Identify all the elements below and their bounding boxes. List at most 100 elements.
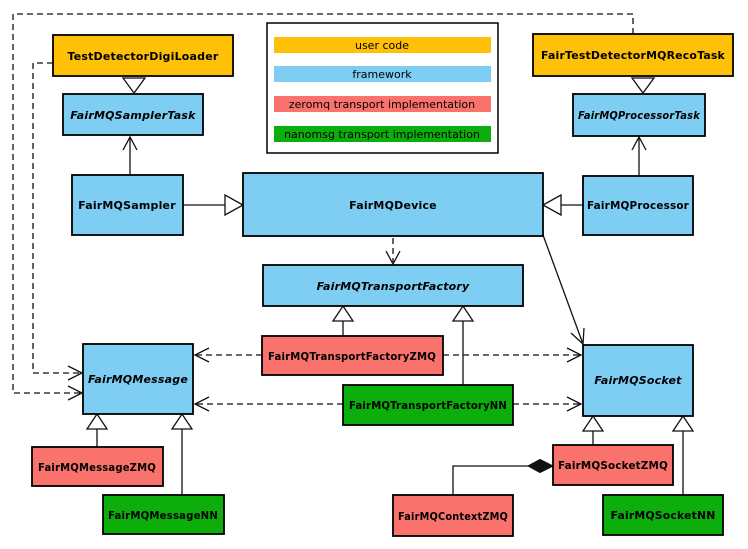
node-box bbox=[102, 494, 225, 535]
legend-swatch bbox=[274, 66, 491, 82]
open-arrowhead-icon bbox=[193, 396, 210, 412]
node-fairmq-socket-zmq: FairMQSocketZMQ bbox=[552, 444, 674, 486]
node-test-detector-digi-loader: TestDetectorDigiLoader bbox=[52, 34, 234, 77]
composition-line bbox=[452, 465, 528, 495]
hollow-triangle-icon bbox=[121, 77, 147, 95]
edge-dependency-factorynn-message bbox=[193, 396, 343, 412]
edge-dependency-recotask-message bbox=[12, 13, 634, 401]
open-arrowhead-icon bbox=[67, 385, 84, 401]
node-box bbox=[52, 34, 234, 77]
node-box bbox=[62, 93, 204, 136]
edge-dependency-factorynn-socket bbox=[513, 396, 583, 412]
hollow-triangle-icon bbox=[671, 414, 695, 432]
node-fairmq-socket-nn: FairMQSocketNN bbox=[602, 494, 724, 536]
node-label: FairMQProcessor bbox=[587, 199, 689, 212]
node-box bbox=[31, 446, 164, 487]
open-arrowhead-icon bbox=[570, 327, 585, 346]
edge-dependency-device-transportfactory bbox=[385, 238, 401, 266]
node-label: FairMQSocket bbox=[594, 374, 682, 387]
edge-inheritance-processor-device bbox=[541, 193, 583, 217]
node-fair-test-detector-mq-reco-task: FairTestDetectorMQRecoTask bbox=[532, 33, 734, 77]
node-box bbox=[242, 172, 544, 237]
node-box bbox=[71, 174, 184, 236]
edge-dependency-digiloader-message bbox=[32, 62, 84, 381]
node-box bbox=[262, 264, 524, 307]
node-label: FairMQMessageZMQ bbox=[38, 461, 156, 474]
edge-inheritance-factorynn-factory bbox=[451, 304, 475, 385]
node-fairmq-transport-factory-zmq: FairMQTransportFactoryZMQ bbox=[261, 335, 444, 376]
hollow-triangle-icon bbox=[630, 77, 656, 95]
node-label: FairMQTransportFactory bbox=[317, 280, 470, 293]
node-box bbox=[82, 343, 194, 415]
node-fairmq-processor-task: FairMQProcessorTask bbox=[572, 93, 706, 137]
edge-dependency-factoryzmq-socket bbox=[443, 347, 583, 363]
open-arrowhead-icon bbox=[193, 347, 210, 363]
node-box bbox=[582, 344, 694, 417]
edge-association-processor-processortask bbox=[631, 135, 647, 176]
node-label: FairMQProcessorTask bbox=[578, 109, 700, 122]
legend-label: zeromq transport implementation bbox=[289, 98, 475, 111]
legend-swatch bbox=[274, 96, 491, 112]
open-arrowhead-icon bbox=[631, 135, 647, 151]
edge-inheritance-sampler-device bbox=[183, 193, 245, 217]
node-fairmq-processor: FairMQProcessor bbox=[582, 175, 694, 236]
node-label: FairMQSocketNN bbox=[611, 509, 716, 522]
legend-label: nanomsg transport implementation bbox=[284, 128, 480, 141]
node-fairmq-transport-factory-nn: FairMQTransportFactoryNN bbox=[342, 384, 514, 426]
node-label: FairMQContextZMQ bbox=[398, 510, 508, 523]
legend-label: user code bbox=[355, 39, 409, 52]
dependency-line bbox=[32, 62, 80, 374]
node-box bbox=[602, 494, 724, 536]
edge-inheritance-socketzmq-socket bbox=[581, 414, 605, 445]
edge-inheritance-digiloader-samplertask bbox=[121, 77, 147, 95]
filled-diamond-icon bbox=[526, 458, 555, 474]
node-fairmq-message: FairMQMessage bbox=[82, 343, 194, 415]
legend-item-framework: framework bbox=[274, 66, 491, 82]
hollow-triangle-icon bbox=[541, 193, 562, 217]
hollow-triangle-icon bbox=[581, 414, 605, 432]
hollow-triangle-icon bbox=[224, 193, 245, 217]
hollow-triangle-icon bbox=[331, 304, 355, 322]
open-arrowhead-icon bbox=[566, 347, 583, 363]
node-box bbox=[261, 335, 444, 376]
node-fairmq-sampler-task: FairMQSamplerTask bbox=[62, 93, 204, 136]
open-arrowhead-icon bbox=[385, 250, 401, 266]
edge-inheritance-factoryzmq-factory bbox=[331, 304, 355, 336]
association-line bbox=[542, 234, 584, 345]
node-label: FairMQTransportFactoryZMQ bbox=[268, 350, 436, 363]
open-arrowhead-icon bbox=[122, 135, 138, 151]
node-box bbox=[392, 494, 514, 537]
node-fairmq-context-zmq: FairMQContextZMQ bbox=[392, 494, 514, 537]
legend-item-zeromq: zeromq transport implementation bbox=[274, 96, 491, 112]
legend-item-nanomsg: nanomsg transport implementation bbox=[274, 126, 491, 142]
node-label: FairMQMessageNN bbox=[108, 509, 218, 522]
node-label: TestDetectorDigiLoader bbox=[67, 50, 218, 63]
edge-association-sampler-samplertask bbox=[122, 135, 138, 175]
node-box bbox=[582, 175, 694, 236]
node-box bbox=[342, 384, 514, 426]
legend-swatch bbox=[274, 126, 491, 142]
edge-composition-socketzmq-contextzmq bbox=[452, 458, 555, 495]
node-fairmq-sampler: FairMQSampler bbox=[71, 174, 184, 236]
node-label: FairMQSampler bbox=[78, 199, 176, 212]
node-label: FairMQSamplerTask bbox=[70, 109, 196, 122]
node-fairmq-socket: FairMQSocket bbox=[582, 344, 694, 417]
node-label: FairMQTransportFactoryNN bbox=[349, 399, 507, 412]
legend-label: framework bbox=[352, 68, 412, 81]
node-fairmq-message-nn: FairMQMessageNN bbox=[102, 494, 225, 535]
node-label: FairMQDevice bbox=[349, 199, 437, 212]
node-label: FairMQMessage bbox=[88, 373, 188, 386]
node-fairmq-device: FairMQDevice bbox=[242, 172, 544, 237]
node-fairmq-transport-factory: FairMQTransportFactory bbox=[262, 264, 524, 307]
legend-item-user-code: user code bbox=[274, 37, 491, 53]
open-arrowhead-icon bbox=[67, 365, 84, 381]
edge-dependency-factoryzmq-message bbox=[193, 347, 262, 363]
open-arrowhead-icon bbox=[566, 396, 583, 412]
node-fairmq-message-zmq: FairMQMessageZMQ bbox=[31, 446, 164, 487]
node-label: FairMQSocketZMQ bbox=[558, 459, 668, 472]
legend-swatch bbox=[274, 37, 491, 53]
legend: user code framework zeromq transport imp… bbox=[266, 22, 499, 154]
dependency-line bbox=[12, 13, 634, 394]
edge-inheritance-recotask-processortask bbox=[630, 77, 656, 95]
